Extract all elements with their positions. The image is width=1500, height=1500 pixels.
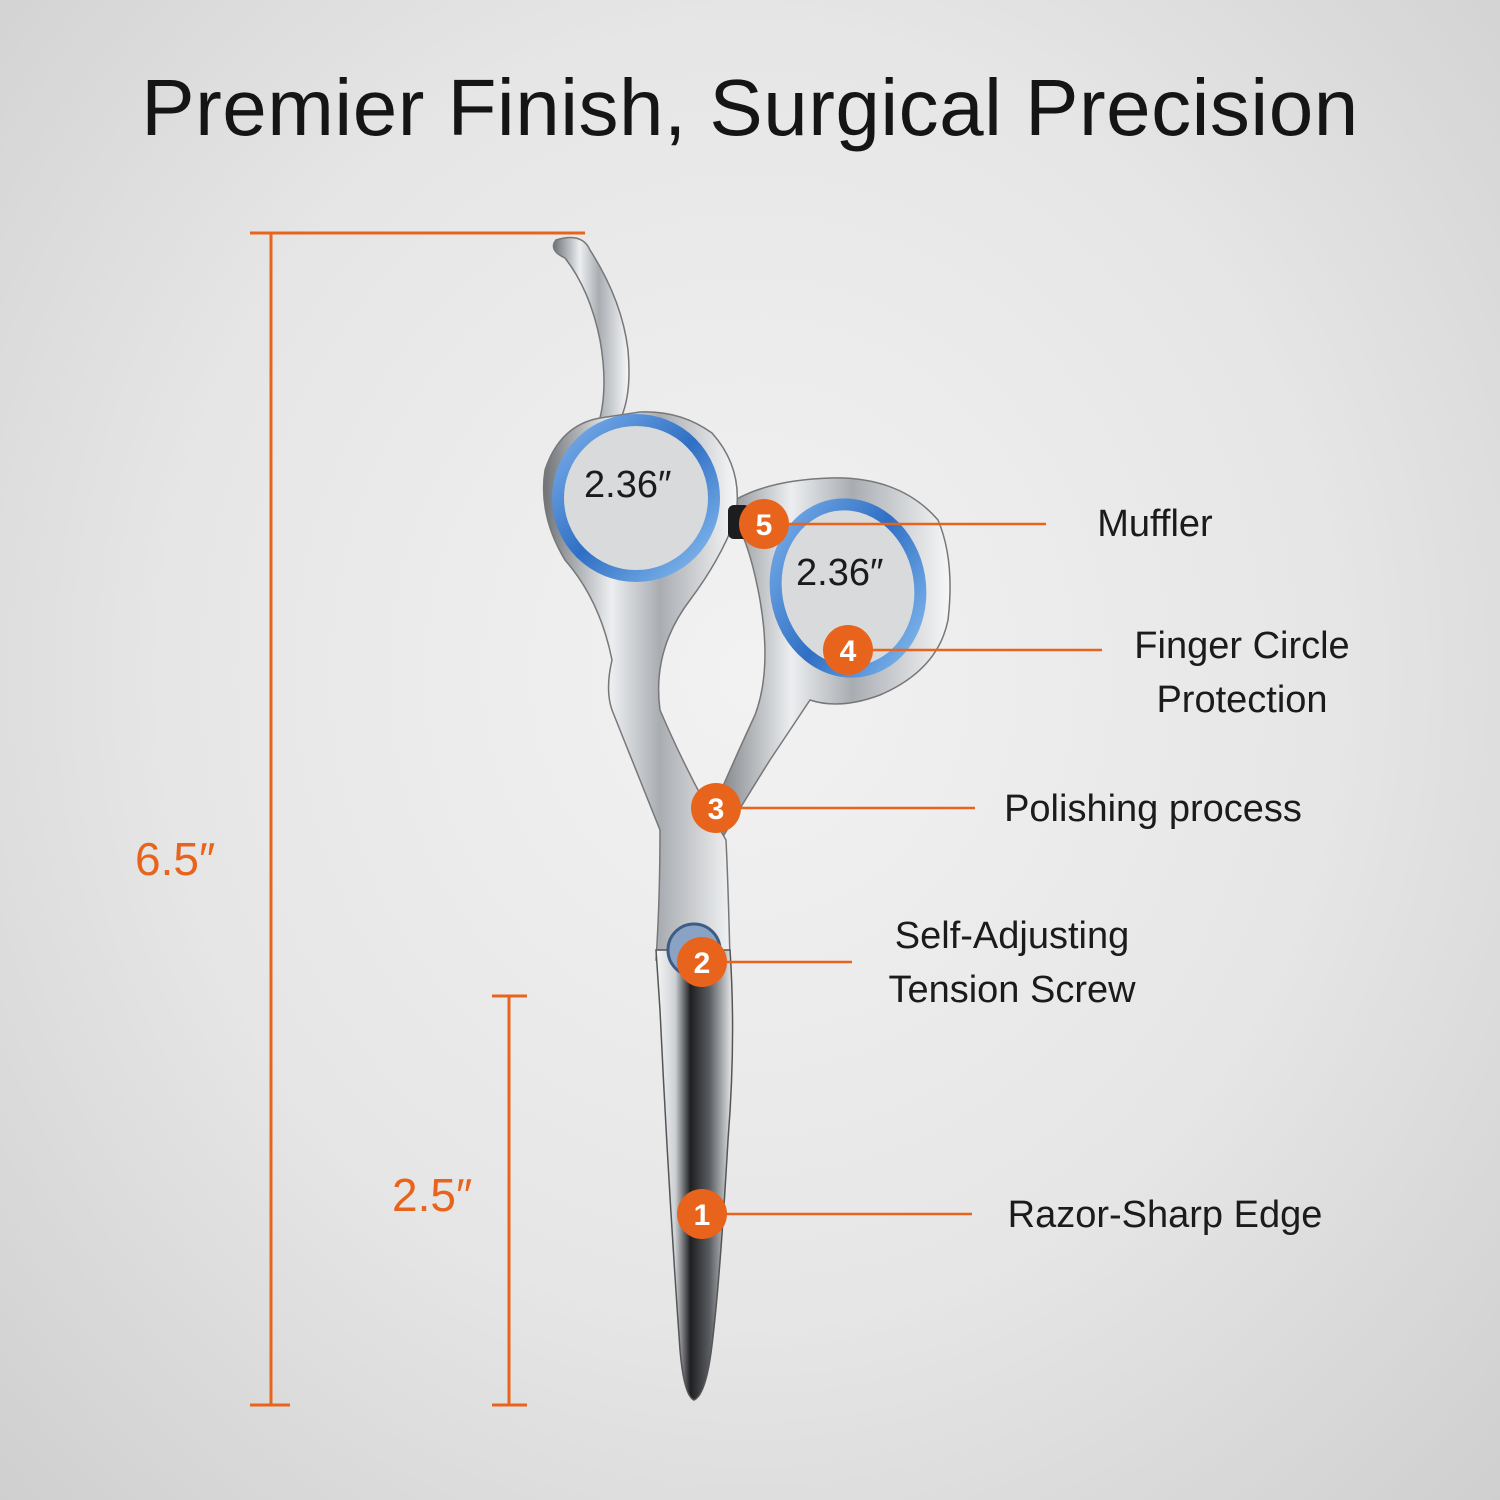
callout-label-polishing-process: Polishing process xyxy=(980,782,1326,836)
blade-length-label: 2.5″ xyxy=(392,1169,473,1221)
callout-label-muffler-line-1: Muffler xyxy=(1097,503,1213,545)
callout-leaders xyxy=(702,522,1102,1216)
callout-label-finger-circle-protection: Finger Circle Protection xyxy=(1104,619,1380,727)
callout-label-tension-screw-line-2: Tension Screw xyxy=(888,969,1136,1011)
callout-badge-1: 1 xyxy=(677,1189,727,1239)
callout-badge-3-number: 3 xyxy=(708,793,725,826)
callout-label-tension-screw: Self-Adjusting Tension Screw xyxy=(862,909,1162,1017)
callout-badge-3: 3 xyxy=(691,783,741,833)
page-title: Premier Finish, Surgical Precision xyxy=(141,63,1359,152)
callout-label-polishing-line-1: Polishing process xyxy=(1004,788,1302,830)
callout-badge-1-number: 1 xyxy=(694,1199,711,1232)
callout-badge-5-number: 5 xyxy=(756,509,773,542)
right-ring-size-label: 2.36″ xyxy=(796,552,884,594)
right-finger-ring xyxy=(769,498,927,678)
callout-label-finger-circle-line-2: Protection xyxy=(1156,679,1328,721)
callout-badge-4: 4 xyxy=(823,625,873,675)
callout-label-finger-circle-line-1: Finger Circle xyxy=(1134,625,1350,667)
callout-label-razor-line-1: Razor-Sharp Edge xyxy=(1007,1194,1323,1236)
callout-label-muffler: Muffler xyxy=(1060,497,1250,551)
callout-badge-2-number: 2 xyxy=(694,947,711,980)
overall-length-dimension xyxy=(250,231,585,1407)
callout-badge-4-number: 4 xyxy=(840,635,857,668)
overall-length-label: 6.5″ xyxy=(135,833,216,885)
left-finger-ring xyxy=(552,414,720,582)
blade-length-dimension xyxy=(492,994,527,1407)
callout-badge-2: 2 xyxy=(677,937,727,987)
callout-label-tension-screw-line-1: Self-Adjusting xyxy=(894,915,1130,957)
finger-rest-hook xyxy=(552,236,630,421)
callout-label-razor-sharp-edge: Razor-Sharp Edge xyxy=(980,1188,1350,1242)
scissors-illustration xyxy=(542,236,951,1401)
scissor-blade xyxy=(655,949,734,1401)
left-ring-size-label: 2.36″ xyxy=(584,464,672,506)
callout-badge-5: 5 xyxy=(739,499,789,549)
